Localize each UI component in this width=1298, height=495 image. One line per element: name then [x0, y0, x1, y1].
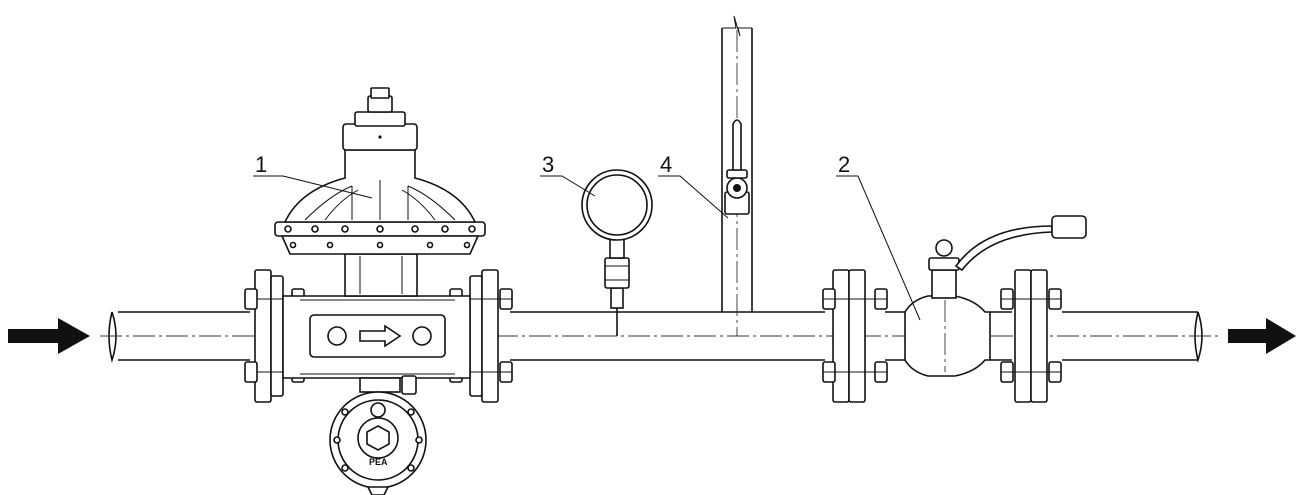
callout-4: 4 [660, 152, 672, 177]
callout-1: 1 [255, 152, 267, 177]
pressure-gauge [581, 169, 653, 336]
pressure-regulator: PEA [274, 87, 486, 495]
callout-2: 2 [838, 152, 850, 177]
brand-label: PEA [369, 457, 388, 467]
callout-leaders [253, 175, 921, 321]
outlet-flow-arrow [1228, 318, 1296, 354]
diaphragm-bolts [284, 225, 476, 249]
vent-pipe [721, 15, 753, 336]
inlet-flow-arrow [8, 318, 90, 354]
ball-valve [822, 215, 1087, 403]
callout-3: 3 [542, 152, 554, 177]
